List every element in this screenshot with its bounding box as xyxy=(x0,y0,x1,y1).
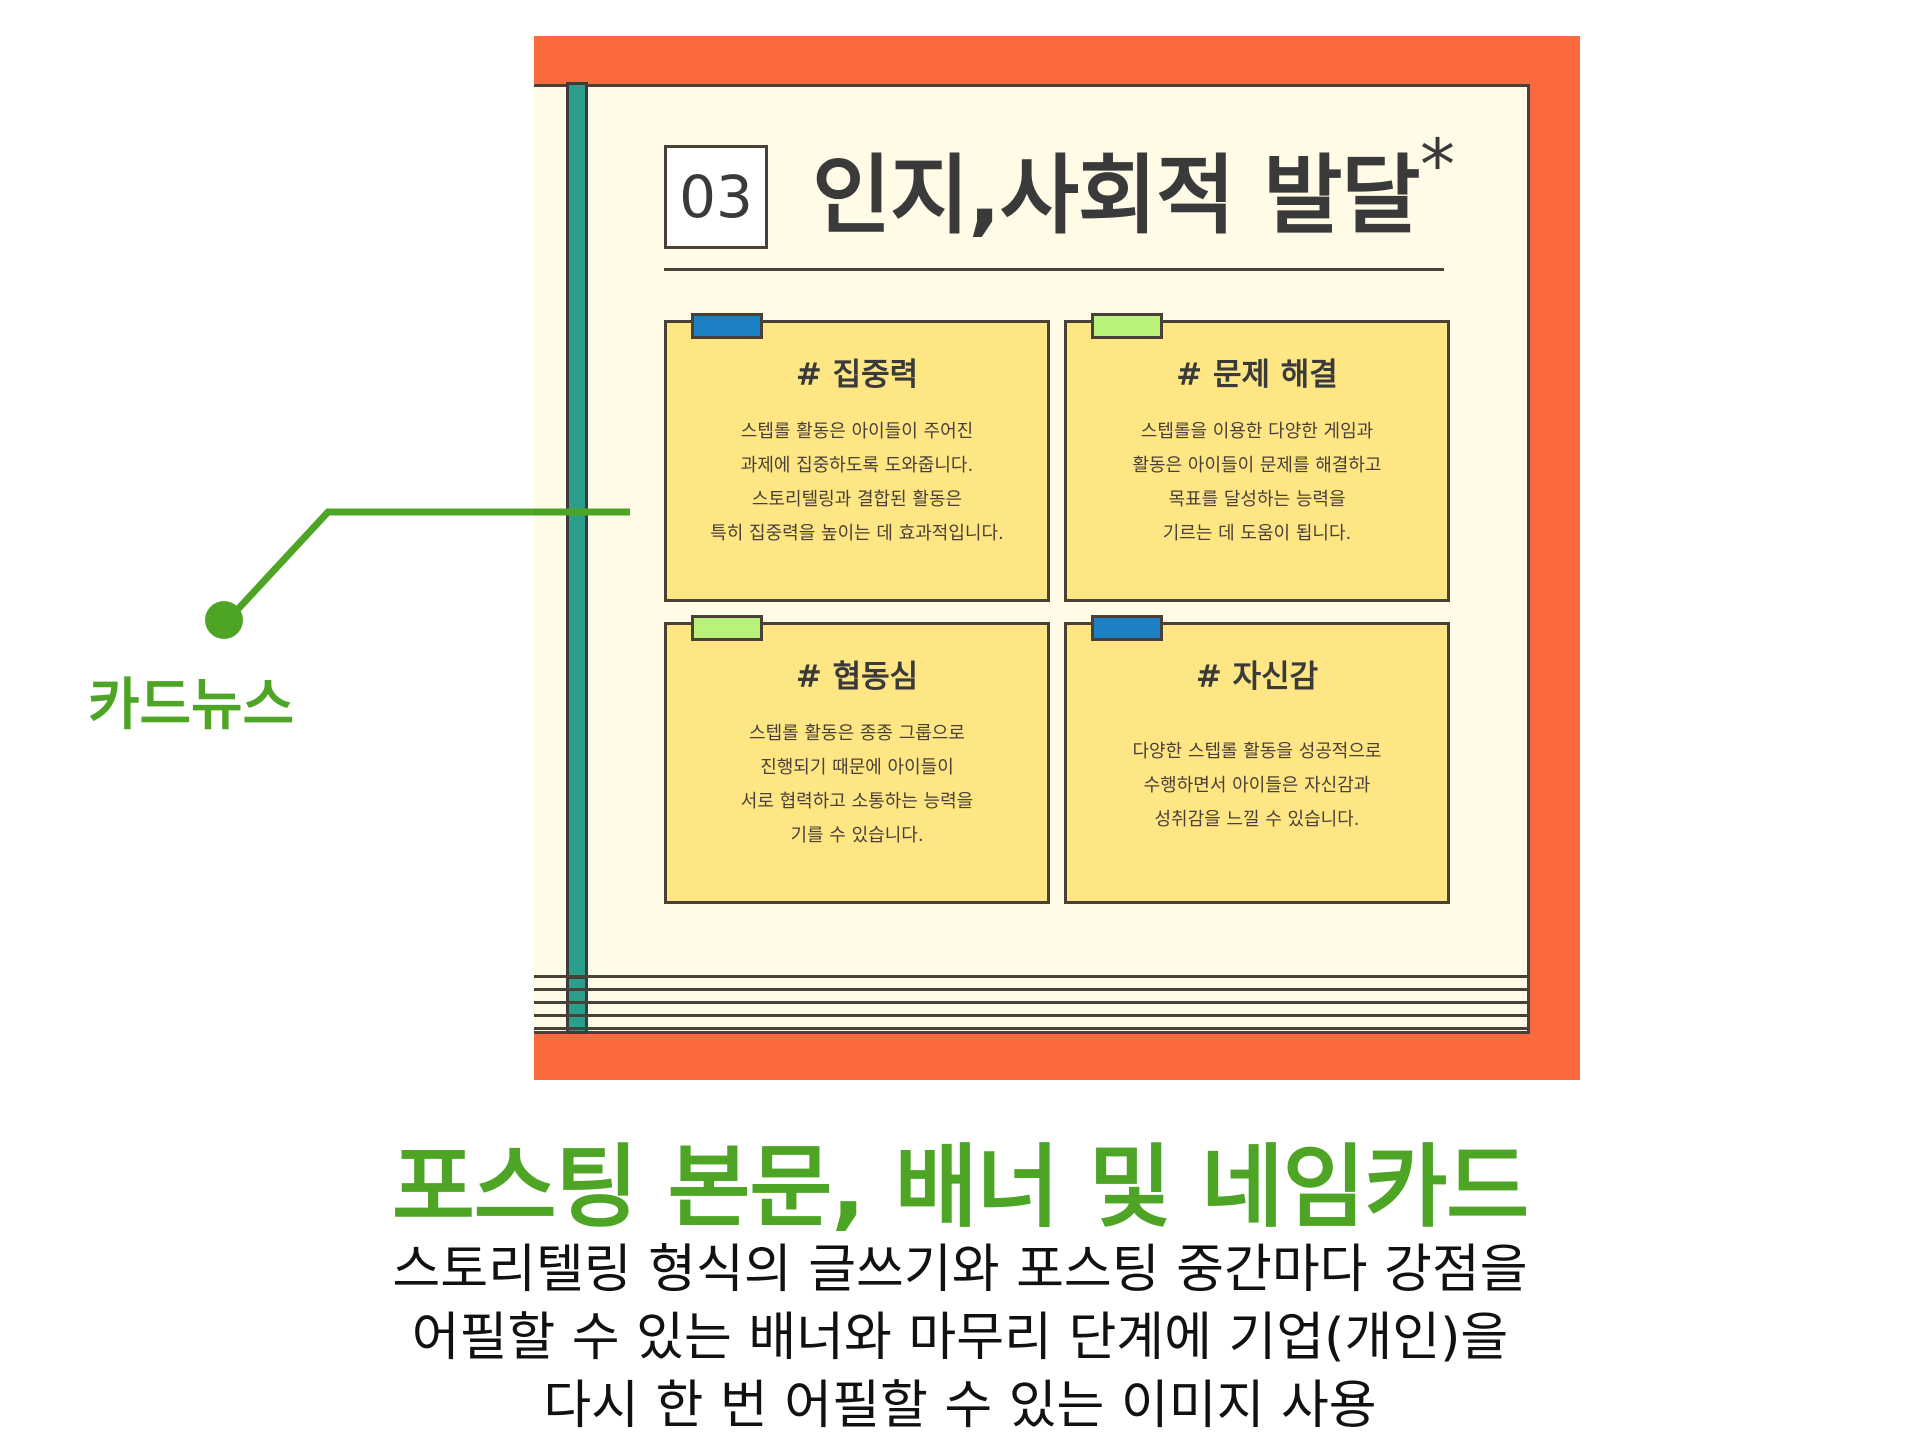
card-problem-solving: # 문제 해결 스텝롤을 이용한 다양한 게임과 활동은 아이들이 문제를 해결… xyxy=(1064,313,1450,602)
tape-tag xyxy=(1091,313,1163,339)
card-confidence: # 자신감 다양한 스텝롤 활동을 성공적으로 수행하면서 아이들은 자신감과 … xyxy=(1064,615,1450,904)
page-edges xyxy=(534,975,1530,1031)
tape-tag xyxy=(691,615,763,641)
card-body: 스텝롤을 이용한 다양한 게임과 활동은 아이들이 문제를 해결하고 목표를 달… xyxy=(1077,415,1437,551)
card-line: 수행하면서 아이들은 자신감과 xyxy=(1143,775,1371,796)
card-line: 서로 협력하고 소통하는 능력을 xyxy=(740,791,974,812)
card-line: 스텝롤을 이용한 다양한 게임과 xyxy=(1140,421,1374,442)
headline: 포스팅 본문, 배너 및 네임카드 xyxy=(391,1135,1529,1240)
card-line: 진행되기 때문에 아이들이 xyxy=(760,757,954,778)
card-line: 목표를 달성하는 능력을 xyxy=(1168,489,1346,510)
card-line: 기를 수 있습니다. xyxy=(790,825,924,846)
asterisk-icon: * xyxy=(1420,124,1455,206)
card-body: 스텝롤 활동은 종종 그룹으로 진행되기 때문에 아이들이 서로 협력하고 소통… xyxy=(677,717,1037,853)
card-line: 스토리텔링과 결합된 활동은 xyxy=(751,489,963,510)
card-heading: # 자신감 xyxy=(1195,659,1319,695)
card-line: 스텝롤 활동은 종종 그룹으로 xyxy=(749,723,965,744)
tape-tag xyxy=(1091,615,1163,641)
card-line: 스텝롤 활동은 아이들이 주어진 xyxy=(740,421,974,442)
section-number: 03 xyxy=(664,145,768,249)
card-focus: # 집중력 스텝롤 활동은 아이들이 주어진 과제에 집중하도록 도와줍니다. … xyxy=(664,313,1050,602)
card-heading: # 문제 해결 xyxy=(1176,357,1338,393)
card-line: 특히 집중력을 높이는 데 효과적입니다. xyxy=(710,523,1004,544)
card-body: 다양한 스텝롤 활동을 성공적으로 수행하면서 아이들은 자신감과 성취감을 느… xyxy=(1077,735,1437,837)
card-body: 스텝롤 활동은 아이들이 주어진 과제에 집중하도록 도와줍니다. 스토리텔링과… xyxy=(677,415,1037,551)
notebook-spine xyxy=(566,82,588,1034)
card-heading: # 집중력 xyxy=(795,357,919,393)
card-line: 다양한 스텝롤 활동을 성공적으로 xyxy=(1132,741,1382,762)
description: 스토리텔링 형식의 글쓰기와 포스팅 중간마다 강점을 어필할 수 있는 배너와… xyxy=(0,1236,1920,1440)
pointer-dot xyxy=(205,601,243,639)
description-line: 다시 한 번 어필할 수 있는 이미지 사용 xyxy=(543,1376,1377,1436)
card-news-title: 인지,사회적 발달 xyxy=(812,146,1420,246)
card-line: 활동은 아이들이 문제를 해결하고 xyxy=(1132,455,1382,476)
card-heading: # 협동심 xyxy=(795,659,919,695)
pointer-label: 카드뉴스 xyxy=(88,673,295,738)
description-line: 스토리텔링 형식의 글쓰기와 포스팅 중간마다 강점을 xyxy=(392,1240,1528,1300)
card-line: 과제에 집중하도록 도와줍니다. xyxy=(740,455,974,476)
pointer-line xyxy=(223,508,630,625)
card-line: 기르는 데 도움이 됩니다. xyxy=(1162,523,1352,544)
description-line: 어필할 수 있는 배너와 마무리 단계에 기업(개인)을 xyxy=(411,1308,1509,1368)
title-divider xyxy=(664,268,1444,271)
tape-tag xyxy=(691,313,763,339)
card-line: 성취감을 느낄 수 있습니다. xyxy=(1154,809,1360,830)
card-cooperation: # 협동심 스텝롤 활동은 종종 그룹으로 진행되기 때문에 아이들이 서로 협… xyxy=(664,615,1050,904)
